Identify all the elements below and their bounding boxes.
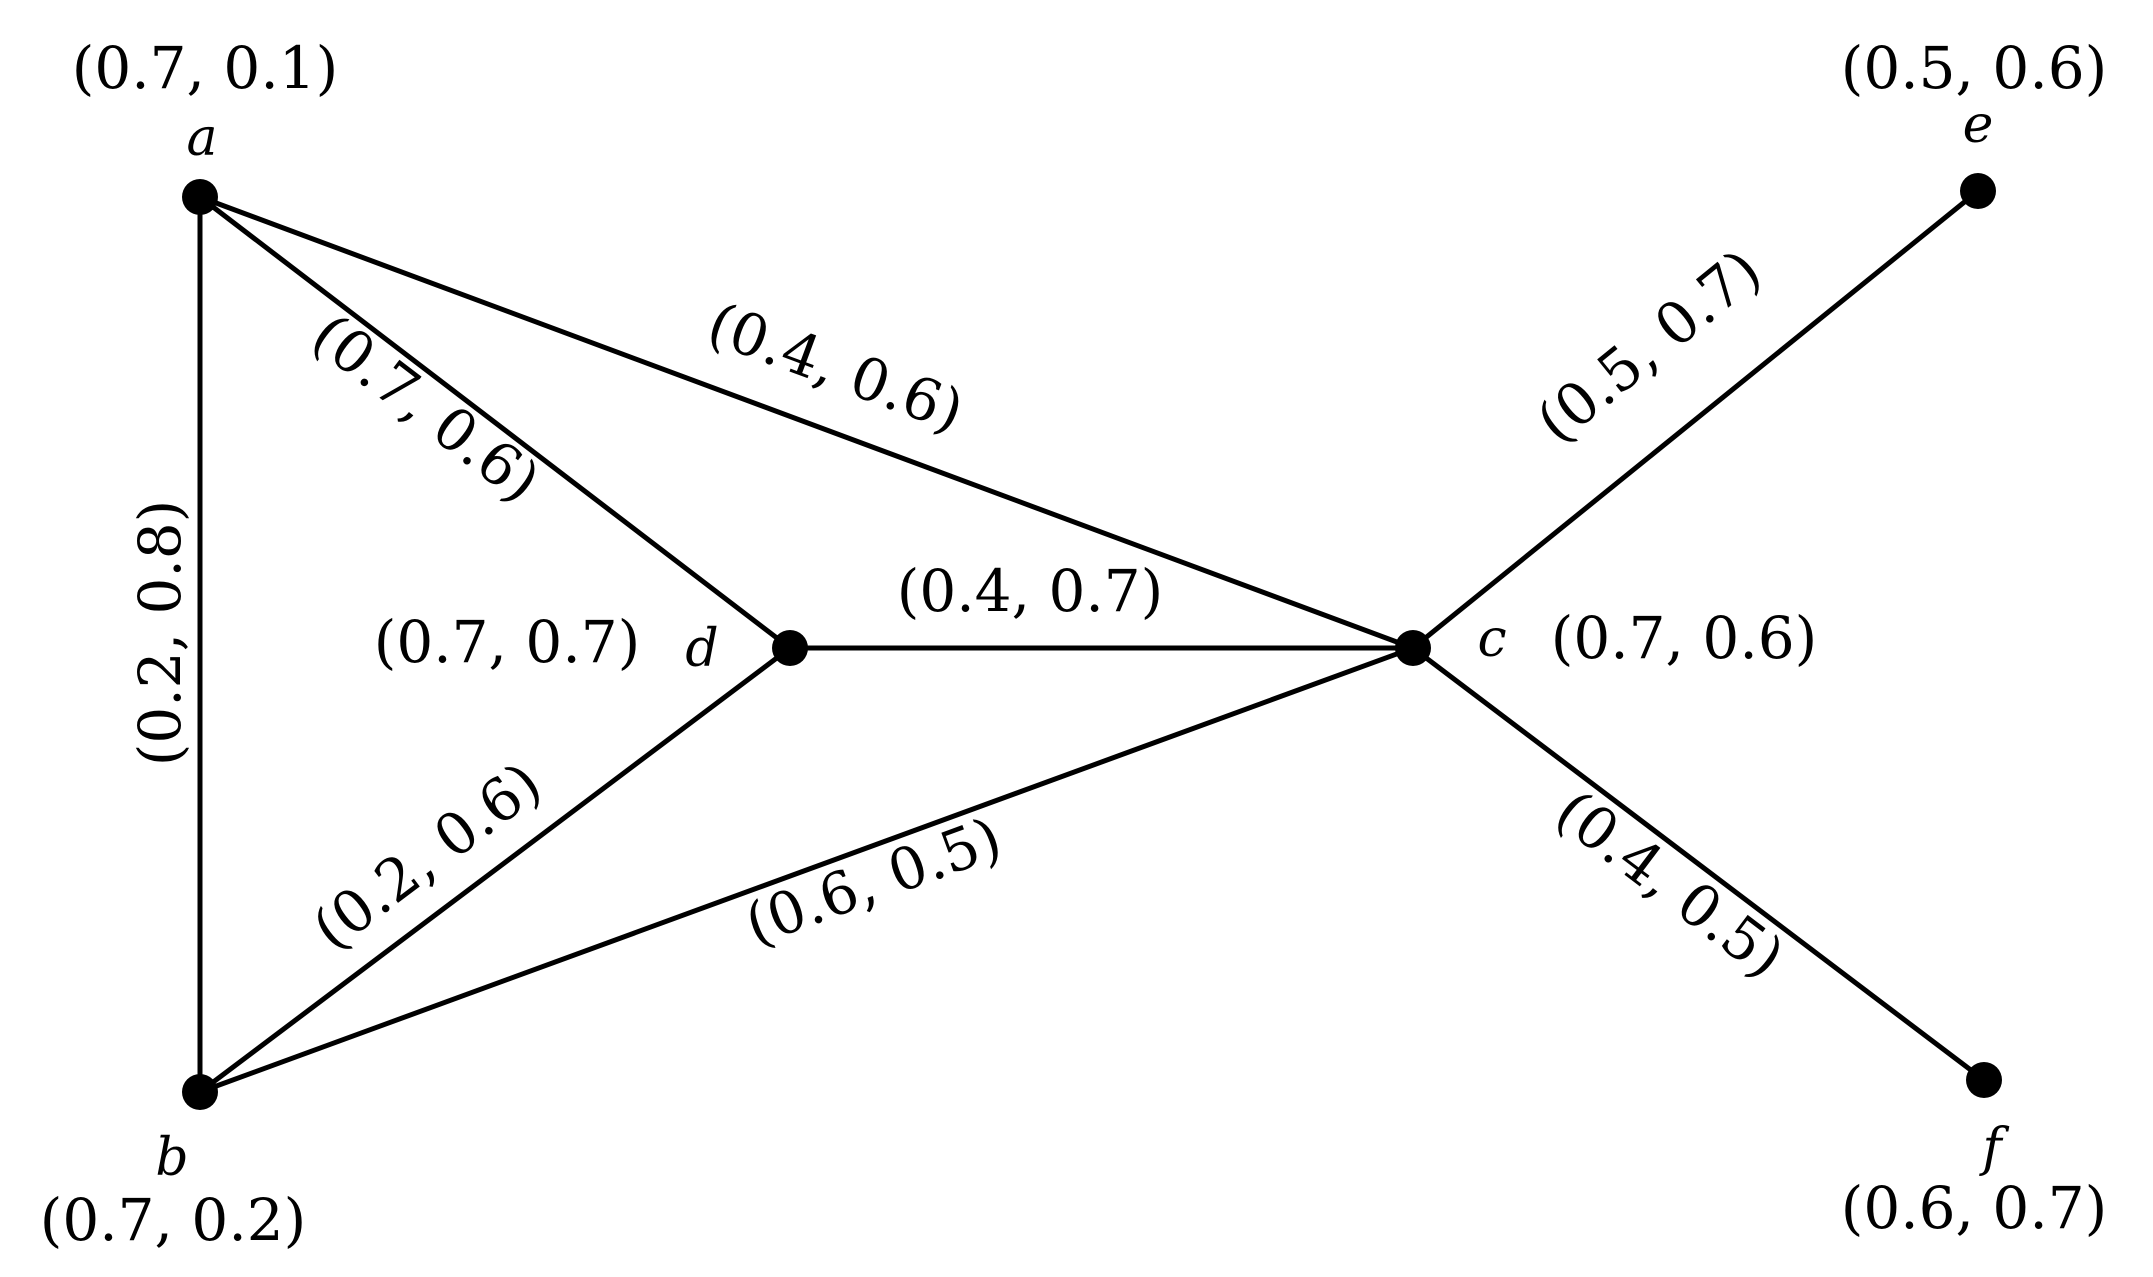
vertex-a-name: a bbox=[186, 108, 217, 168]
vertex-c-name: c bbox=[1477, 609, 1506, 669]
vertex-f bbox=[1966, 1062, 2002, 1098]
vertex-values: (0.7, 0.1) (0.7, 0.2) (0.7, 0.6) (0.7, 0… bbox=[40, 34, 2108, 1254]
vertex-b bbox=[182, 1074, 218, 1110]
edge-c-f-value: (0.4, 0.5) bbox=[1543, 776, 1797, 991]
edge-c-e bbox=[1411, 189, 1980, 650]
edge-b-c-value: (0.6, 0.5) bbox=[736, 804, 1010, 959]
edge-a-d-value: (0.7, 0.6) bbox=[299, 300, 552, 516]
vertex-a bbox=[182, 179, 218, 215]
vertex-c-value: (0.7, 0.6) bbox=[1551, 604, 1818, 672]
edge-d-c-value: (0.4, 0.7) bbox=[897, 557, 1164, 625]
vertex-d-value: (0.7, 0.7) bbox=[374, 608, 641, 676]
vertex-f-value: (0.6, 0.7) bbox=[1841, 1174, 2108, 1242]
edge-a-c bbox=[199, 194, 1414, 651]
edge-b-d bbox=[198, 646, 792, 1094]
edge-c-e-value: (0.5, 0.7) bbox=[1524, 236, 1774, 457]
edge-lines bbox=[197, 189, 1986, 1095]
edge-c-f bbox=[1411, 646, 1986, 1082]
vertex-b-value: (0.7, 0.2) bbox=[40, 1186, 307, 1254]
vertex-a-value: (0.7, 0.1) bbox=[72, 34, 339, 102]
edge-b-c bbox=[199, 645, 1414, 1095]
vertex-d-name: d bbox=[685, 619, 718, 679]
vertex-e-value: (0.5, 0.6) bbox=[1841, 34, 2108, 102]
vertex-d bbox=[772, 630, 808, 666]
vertex-dots bbox=[182, 173, 2002, 1110]
edge-a-b-value: (0.2, 0.8) bbox=[126, 500, 194, 767]
vertex-f-name: f bbox=[1978, 1118, 2009, 1178]
edge-a-d bbox=[198, 195, 792, 650]
vertex-e bbox=[1960, 173, 1996, 209]
vertex-names: a b c d e f bbox=[155, 95, 2009, 1188]
edge-a-c-value: (0.4, 0.6) bbox=[699, 289, 973, 446]
vertex-b-name: b bbox=[155, 1128, 188, 1188]
vertex-e-name: e bbox=[1963, 95, 1994, 155]
vertex-c bbox=[1395, 630, 1431, 666]
